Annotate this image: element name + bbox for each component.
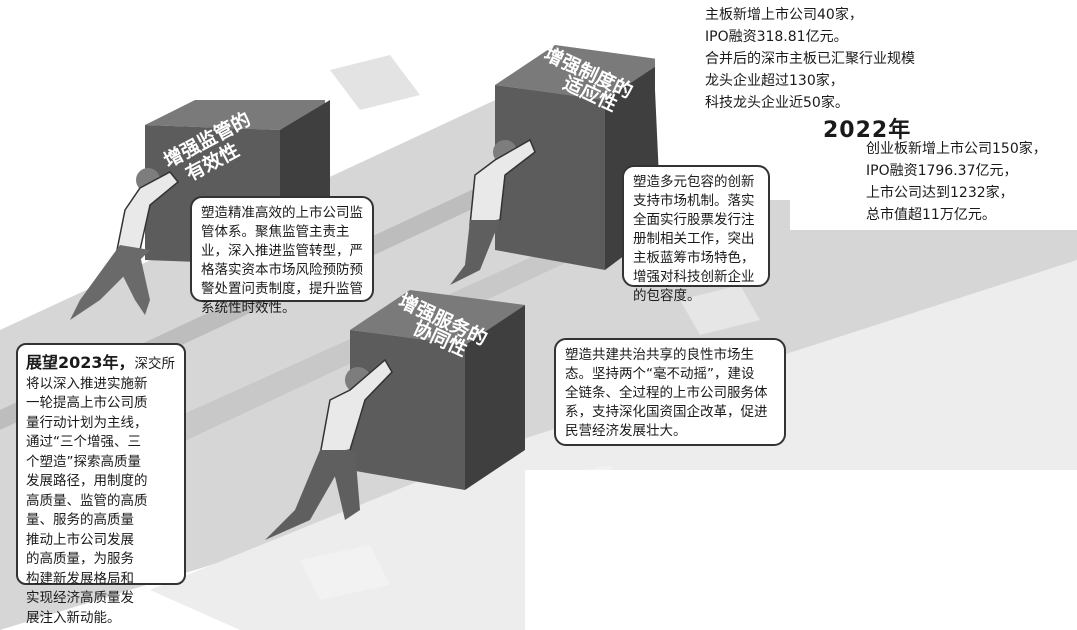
bubble-service: 塑造共建共治共享的良性市场生 态。坚持两个“毫不动摇”，建设 全链条、全过程的上… [554,338,786,446]
stats-gem-line: 总市值超11万亿元。 [866,207,996,223]
figure-woman [70,168,180,320]
bubble-institution-line: 册制相关工作，突出 [633,231,755,247]
outlook-line: 构建新发展格局和 [26,570,134,587]
bubble-supervision-line: 塑造精准高效的上市公司监 [201,205,363,221]
stats-main-line: 龙头企业超过130家， [705,73,844,89]
bubble-supervision-line: 警处置问责制度，提升监管 [201,281,363,297]
bubble-institution-line: 的包容度。 [633,288,701,304]
year-2022-heading: 2022年 [823,118,912,143]
outlook-line: 量、服务的高质量 [26,512,134,528]
outlook-first: 深交所 [134,356,176,372]
stats-gem-line: 上市公司达到1232家， [866,185,1014,201]
stats-main-line: 主板新增上市公司40家， [705,7,863,23]
outlook-line: 量行动计划为主线， [26,414,148,431]
floor-tile [680,285,760,335]
stats-main-board: 主板新增上市公司40家， IPO融资318.81亿元。 合并后的深市主板已汇聚行… [705,4,915,114]
outlook-line: 高质量、监管的高质 [26,492,148,509]
figure-man-bottom [265,358,393,540]
outlook-line: 将以深入推进实施新 [26,375,148,392]
figure-man-top [450,138,536,285]
bubble-institution-line: 塑造多元包容的创新 [633,174,755,190]
bubble-supervision-line: 业，深入推进监管转型，严 [201,243,363,259]
box-service: 增强服务的 协同性 [350,289,525,490]
bubble-service-line: 民营经济发展壮大。 [565,423,687,439]
stats-gem-line: 创业板新增上市公司150家， [866,141,1047,157]
bubble-service-line: 全链条、全过程的上市公司服务体 [565,385,768,401]
outlook-line: 展注入新动能。 [26,609,121,626]
stats-main-line: IPO融资318.81亿元。 [705,29,848,45]
bubble-institution-line: 全面实行股票发行注 [633,212,755,228]
outlook-line: 通过“三个增强、三 [26,434,141,450]
outlook-line: 实现经济高质量发 [26,590,134,606]
bubble-institution-line: 增强对科技创新企业 [633,269,755,285]
outlook-line: 发展路径，用制度的 [26,473,148,489]
outlook-lead: 展望2023年， [26,353,135,372]
outlook-line: 推动上市公司发展 [26,531,134,548]
floor-tile [300,545,390,600]
stats-gem-line: IPO融资1796.37亿元， [866,163,1018,179]
outlook-line: 个塑造”探索高质量 [26,453,141,470]
outlook-line: 一轮提高上市公司质 [26,395,148,411]
bubble-supervision-line: 系统性时效性。 [201,300,296,316]
stats-main-line: 合并后的深市主板已汇聚行业规模 [705,51,915,67]
floor-tile [330,55,420,110]
bubble-institution: 塑造多元包容的创新 支持市场机制。落实 全面实行股票发行注 册制相关工作，突出 … [622,165,770,304]
outlook-box: 展望2023年，深交所 将以深入推进实施新 一轮提高上市公司质 量行动计划为主线… [16,343,186,626]
bubble-institution-line: 支持市场机制。落实 [633,193,755,209]
bubble-service-line: 系，支持深化国资国企改革，促进 [565,404,768,420]
bubble-supervision: 塑造精准高效的上市公司监 管体系。聚焦监管主责主 业，深入推进监管转型，严 格落… [190,196,374,316]
stats-gem: 创业板新增上市公司150家， IPO融资1796.37亿元， 上市公司达到123… [866,138,1047,226]
bubble-service-line: 态。坚持两个“毫不动摇”，建设 [565,366,755,382]
white-margin [525,470,1077,630]
bubble-supervision-line: 格落实资本市场风险预防预 [201,262,363,278]
stats-main-line: 科技龙头企业近50家。 [705,95,849,111]
bubble-supervision-line: 管体系。聚焦监管主责主 [201,224,350,240]
bubble-institution-line: 主板蓝筹市场特色， [633,250,755,266]
bubble-service-line: 塑造共建共治共享的良性市场生 [565,347,754,363]
outlook-line: 的高质量，为服务 [26,551,134,567]
